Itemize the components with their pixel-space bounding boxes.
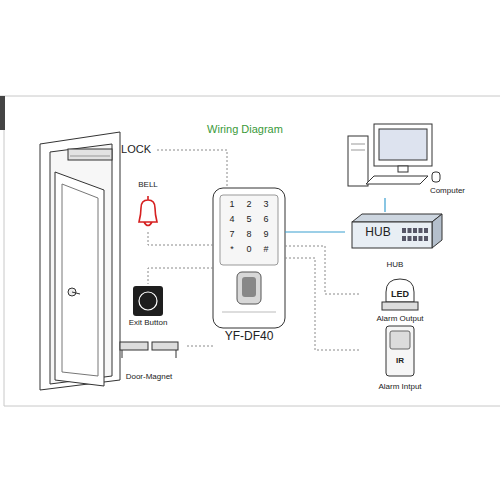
- keypad-digit: 3: [263, 200, 268, 210]
- door-magnet: Door-Magnet: [112, 336, 186, 386]
- keypad-digit: 1: [229, 200, 234, 210]
- node-label: LED: [391, 289, 409, 299]
- hub-icon: [352, 214, 442, 248]
- node-label: Door-Magnet: [126, 372, 173, 381]
- lock-bar: [68, 149, 112, 160]
- ir-sensor: [386, 326, 414, 376]
- node-label: LOCK: [121, 143, 151, 156]
- fingerprint-sensor: [242, 277, 256, 297]
- alarm-input: IR Alarm Intput: [360, 322, 440, 396]
- computer: Computer: [340, 118, 465, 198]
- door: [40, 132, 120, 390]
- exit-button-icon: [139, 292, 157, 310]
- keypad-digit: 5: [246, 215, 251, 225]
- network-cable: [285, 231, 345, 232]
- alarm-output: LED Alarm Output: [360, 276, 440, 328]
- door-magnet-icon: [122, 350, 123, 358]
- keypad-digit: #: [263, 245, 268, 255]
- bell: BELL: [128, 180, 168, 232]
- keypad-digit: 2: [246, 200, 251, 210]
- hub-port: [419, 228, 423, 233]
- led-lamp: [382, 302, 418, 310]
- hub-port: [408, 228, 412, 233]
- signal-wire: [186, 346, 213, 347]
- keypad-digit: 7: [229, 230, 234, 240]
- door-magnet-icon: [120, 342, 148, 350]
- frame-line: [0, 96, 500, 97]
- hub-port: [413, 236, 417, 241]
- hub-port: [424, 228, 428, 233]
- fingerprint-sensor: [237, 272, 261, 304]
- keypad-digit: 6: [263, 215, 268, 225]
- signal-wire: [148, 268, 213, 284]
- keypad-digit: 8: [246, 230, 251, 240]
- exit-button-icon: [133, 286, 163, 316]
- hub-port: [402, 236, 406, 241]
- reader-body: [222, 312, 276, 313]
- node-label: HUB: [365, 226, 390, 240]
- exit-button: Exit Button: [115, 284, 181, 330]
- keypad-digit: 9: [263, 230, 268, 240]
- keypad-digit: 0: [246, 245, 251, 255]
- reader-body: [213, 188, 285, 328]
- hub-port: [408, 236, 412, 241]
- signal-wire: [285, 258, 360, 350]
- reader: YF-DF40: [213, 186, 285, 352]
- node-label: IR: [396, 356, 404, 365]
- frame-mark: [0, 96, 5, 130]
- node-caption: HUB: [387, 260, 404, 269]
- lock-bar: [70, 156, 110, 157]
- node-caption: Alarm Output: [376, 314, 423, 323]
- network-cable: [384, 198, 385, 212]
- door-magnet-icon: [176, 350, 177, 358]
- hub-port: [419, 236, 423, 241]
- hub-port: [402, 228, 406, 233]
- keypad-digit: 4: [229, 215, 234, 225]
- hub-ports: [402, 228, 428, 241]
- bell-icon: [139, 196, 157, 226]
- hub-port: [413, 228, 417, 233]
- touch-panel: [220, 195, 278, 265]
- node-label: Computer: [430, 186, 465, 195]
- ir-sensor: [390, 331, 410, 349]
- node-caption: Alarm Intput: [378, 382, 421, 391]
- node-label: YF-DF40: [225, 330, 274, 344]
- door-magnet-icon: [152, 342, 178, 350]
- signal-wire: [156, 150, 227, 186]
- signal-wire: [285, 246, 360, 294]
- computer-icon: [348, 124, 440, 186]
- hub-port: [424, 236, 428, 241]
- diagram-title: Wiring Diagram: [207, 123, 283, 135]
- frame-line: [4, 96, 5, 406]
- frame-line: [4, 406, 500, 407]
- signal-wire: [148, 232, 213, 245]
- node-label: BELL: [138, 180, 158, 189]
- hub: HUB HUB: [345, 212, 445, 272]
- keypad-digit: *: [230, 245, 234, 255]
- led-lamp: [386, 279, 414, 302]
- lock-label: LOCK: [116, 142, 156, 158]
- node-label: Exit Button: [129, 318, 168, 327]
